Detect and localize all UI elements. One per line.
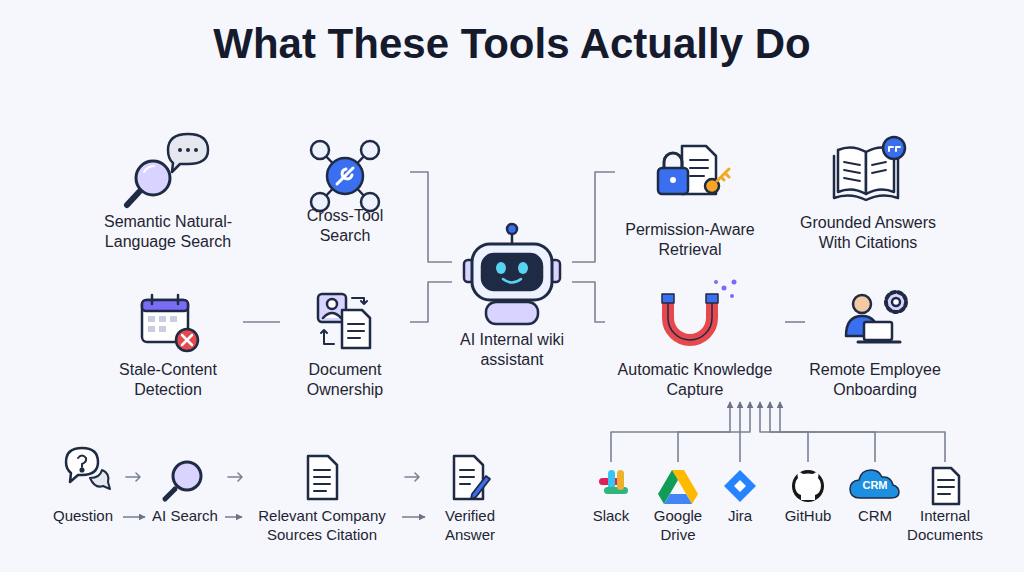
- connector: [402, 516, 425, 518]
- flow-arrows: [126, 473, 419, 481]
- feature-item: Stale-Content Detection: [93, 290, 243, 402]
- feature-item: Permission-Aware Retrieval: [615, 140, 765, 262]
- node-label: Cross-Tool Search: [280, 206, 410, 246]
- node-label: CRM: [852, 507, 898, 526]
- feature-item: Remote Employee Onboarding: [805, 290, 945, 402]
- question-icon: [66, 448, 110, 489]
- magnet-icon: [662, 280, 737, 340]
- node-label: Permission-Aware Retrieval: [615, 220, 765, 260]
- feature-item: Cross-Tool Search: [280, 140, 410, 248]
- node-label: Relevant Company Sources Citation: [242, 507, 402, 545]
- node-label: AI Search: [145, 507, 225, 526]
- connector: [410, 172, 452, 262]
- document-icon: [308, 456, 337, 499]
- github-logo: [792, 470, 824, 502]
- verified-doc-icon: [454, 456, 490, 499]
- node-label: Stale-Content Detection: [93, 360, 243, 400]
- slack-logo: [599, 470, 628, 494]
- source-item: Internal Documents: [901, 462, 989, 547]
- jira-logo: [724, 470, 756, 502]
- source-item: Jira: [715, 462, 765, 528]
- node-label: Document Ownership: [280, 360, 410, 400]
- flow-step: Verified Answer: [425, 452, 515, 547]
- feature-item: Document Ownership: [280, 290, 410, 402]
- node-label: Jira: [715, 507, 765, 526]
- source-item: Slack: [581, 462, 641, 528]
- node-label: Remote Employee Onboarding: [805, 360, 945, 400]
- internal-doc-icon: [933, 468, 959, 504]
- assistant-node: AI Internal wiki assistant: [452, 218, 572, 372]
- onboarding-icon: [846, 292, 906, 342]
- node-label: AI Internal wiki assistant: [452, 330, 572, 370]
- title: What These Tools Actually Do: [0, 20, 1024, 68]
- ownership-icon: [318, 294, 370, 348]
- calendar-icon: [142, 295, 198, 351]
- node-label: Grounded Answers With Citations: [790, 213, 946, 253]
- connector: [572, 282, 605, 322]
- feature-item: Grounded Answers With Citations: [790, 135, 946, 255]
- source-item: Google Drive: [648, 462, 708, 547]
- node-label: Verified Answer: [425, 507, 515, 545]
- node-label: Slack: [581, 507, 641, 526]
- drive-logo: [658, 470, 698, 504]
- feature-item: Semantic Natural-Language Search: [83, 140, 253, 254]
- connector: [243, 321, 280, 323]
- connector: [780, 402, 945, 462]
- node-label: Google Drive: [648, 507, 708, 545]
- node-label: GitHub: [778, 507, 838, 526]
- lock-icon: [658, 146, 729, 194]
- connector: [785, 321, 805, 323]
- connector: [740, 402, 750, 462]
- robot-icon: [464, 224, 560, 324]
- node-label: Question: [43, 507, 123, 526]
- magnifier-icon: [165, 462, 201, 499]
- connector: [123, 516, 145, 518]
- source-item: CRM: [852, 462, 898, 528]
- connector: [572, 172, 615, 262]
- node-label: Automatic Knowledge Capture: [605, 360, 785, 400]
- source-item: GitHub: [778, 462, 838, 528]
- flow-step: Question: [43, 452, 123, 528]
- connector: [410, 282, 452, 322]
- network-icon: [311, 141, 379, 211]
- flow-step: AI Search: [145, 452, 225, 528]
- book-icon: [834, 137, 905, 200]
- node-label: Semantic Natural-Language Search: [83, 212, 253, 252]
- icon-text: CRM: [852, 479, 898, 491]
- crm-cloud: [850, 470, 899, 498]
- search-icon: [127, 134, 208, 205]
- flow-step: Relevant Company Sources Citation: [242, 452, 402, 547]
- feature-item: Automatic Knowledge Capture: [605, 290, 785, 402]
- node-label: Internal Documents: [901, 507, 989, 545]
- connector: [225, 516, 242, 518]
- connector: [678, 402, 740, 462]
